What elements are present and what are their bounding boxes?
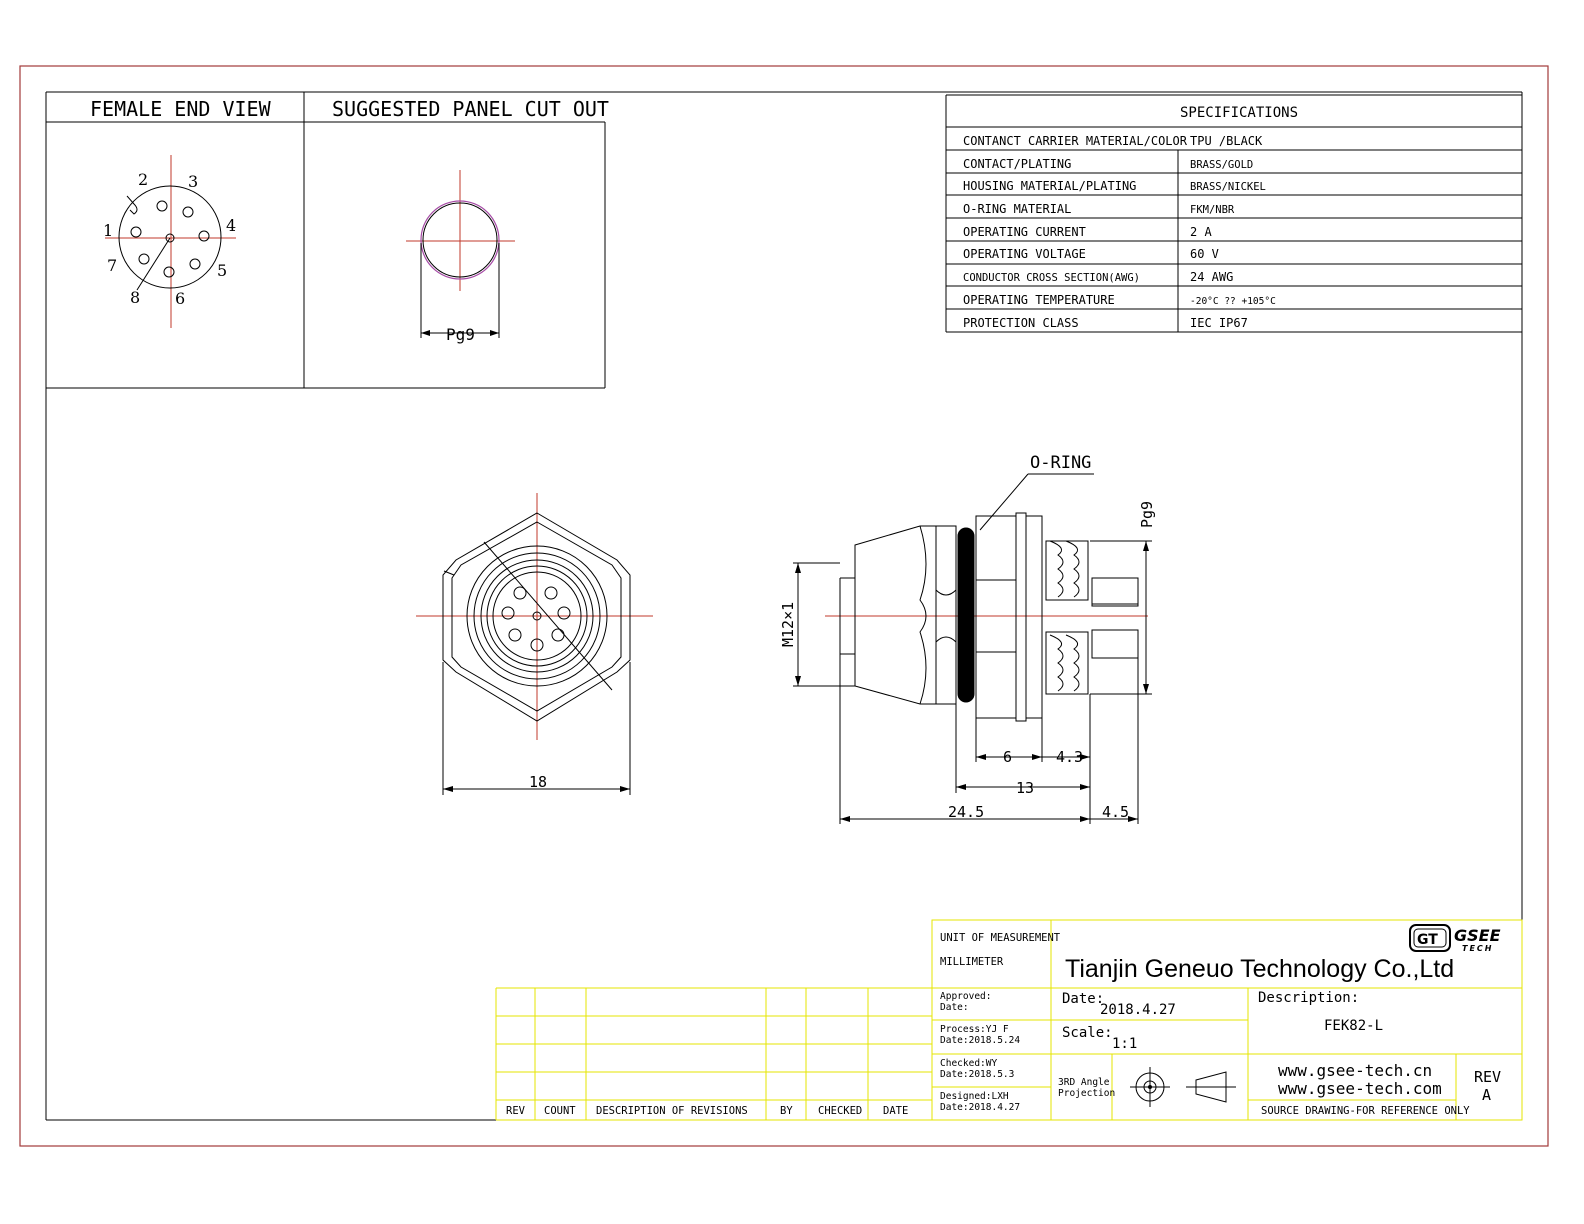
spec-value-1: BRASS/GOLD — [1190, 159, 1253, 171]
spec-title: SPECIFICATIONS — [1180, 105, 1298, 121]
thread-dimension: M12×1 — [779, 602, 797, 647]
designed-date: Date:2018.4.27 — [940, 1102, 1020, 1113]
process-label: Process:YJ F — [940, 1024, 1009, 1035]
pin-number-1: 1 — [103, 221, 113, 240]
source-note: SOURCE DRAWING-FOR REFERENCE ONLY — [1261, 1105, 1470, 1117]
spec-label-8: PROTECTION CLASS — [963, 316, 1079, 330]
rev-header-by: BY — [780, 1105, 793, 1117]
dimension-13: 13 — [1016, 779, 1034, 797]
rev-label: REV — [1474, 1068, 1501, 1086]
dimension-6: 6 — [1003, 748, 1012, 766]
spec-label-3: O-RING MATERIAL — [963, 202, 1071, 216]
hex-width-dimension: 18 — [529, 773, 547, 791]
hex-front-view — [416, 493, 653, 795]
spec-label-2: HOUSING MATERIAL/PLATING — [963, 179, 1136, 193]
rev-header-count: COUNT — [544, 1105, 576, 1117]
pin-number-3: 3 — [188, 172, 198, 191]
spec-value-6: 24 AWG — [1190, 270, 1233, 284]
date-value: 2018.4.27 — [1100, 1002, 1176, 1018]
logo-gt: GT — [1417, 932, 1438, 948]
company-name: Tianjin Geneuo Technology Co.,Ltd — [1065, 955, 1454, 983]
side-view — [793, 473, 1152, 824]
rev-header-date: DATE — [883, 1105, 908, 1117]
dimension-4-5: 4.5 — [1102, 803, 1129, 821]
dimension-24-5: 24.5 — [948, 803, 984, 821]
view-boxes — [46, 92, 606, 389]
scale-label: Scale: — [1062, 1025, 1113, 1041]
projection-label-2: Projection — [1058, 1088, 1115, 1099]
inner-frame — [45, 91, 1523, 1121]
cutout-dimension-label: Pg9 — [446, 325, 475, 344]
pin-number-2: 2 — [138, 170, 148, 189]
pin-number-4: 4 — [226, 216, 236, 235]
approved-label: Approved: — [940, 991, 991, 1002]
specifications-table — [945, 94, 1522, 333]
approved-date: Date: — [940, 1002, 969, 1013]
dimension-4-3: 4.3 — [1056, 748, 1083, 766]
spec-label-5: OPERATING VOLTAGE — [963, 247, 1086, 261]
pin-number-5: 5 — [217, 261, 227, 280]
spec-value-4: 2 A — [1190, 225, 1212, 239]
revision-table — [495, 987, 932, 1121]
rev-header-description: DESCRIPTION OF REVISIONS — [596, 1105, 748, 1117]
pin-number-6: 6 — [175, 289, 185, 308]
rev-header-checked: CHECKED — [818, 1105, 862, 1117]
rev-header-rev: REV — [506, 1105, 526, 1117]
description-value: FEK82-L — [1324, 1018, 1383, 1034]
sheet-outer-border — [19, 65, 1549, 1147]
spec-label-6: CONDUCTOR CROSS SECTION(AWG) — [963, 272, 1140, 284]
checked-date: Date:2018.5.3 — [940, 1069, 1014, 1080]
dim-arrow-left — [443, 786, 453, 792]
gsee-logo — [1409, 924, 1451, 952]
logo-name: GSEE — [1454, 926, 1501, 945]
date-label: Date: — [1062, 991, 1104, 1007]
spec-value-3: FKM/NBR — [1190, 204, 1235, 216]
panel-cut-out-title: SUGGESTED PANEL CUT OUT — [332, 97, 609, 121]
female-end-view-diagram — [105, 155, 236, 328]
process-date: Date:2018.5.24 — [940, 1035, 1020, 1046]
pg-dimension: Pg9 — [1138, 501, 1156, 528]
checked-label: Checked:WY — [940, 1058, 997, 1069]
website-2: www.gsee-tech.com — [1278, 1079, 1442, 1098]
title-block — [931, 919, 1523, 1121]
scale-value: 1:1 — [1112, 1036, 1137, 1052]
spec-value-2: BRASS/NICKEL — [1190, 181, 1266, 193]
third-angle-projection-symbol — [1130, 1067, 1236, 1107]
website-1: www.gsee-tech.cn — [1278, 1061, 1432, 1080]
panel-cut-out-diagram — [406, 170, 515, 338]
unit-value: MILLIMETER — [940, 956, 1004, 968]
description-label: Description: — [1258, 990, 1359, 1006]
unit-label: UNIT OF MEASUREMENT — [940, 932, 1061, 944]
spec-label-1: CONTACT/PLATING — [963, 157, 1071, 171]
designed-label: Designed:LXH — [940, 1091, 1009, 1102]
spec-value-8: IEC IP67 — [1190, 316, 1248, 330]
spec-value-0: TPU /BLACK — [1190, 134, 1263, 148]
female-end-view-title: FEMALE END VIEW — [90, 97, 272, 121]
logo-sub: TECH — [1462, 944, 1494, 953]
spec-value-5: 60 V — [1190, 247, 1219, 261]
spec-value-7: -20°C ?? +105°C — [1190, 296, 1276, 307]
oring-label: O-RING — [1030, 453, 1091, 473]
side-view-arrows — [795, 541, 1149, 822]
projection-label-1: 3RD Angle — [1058, 1077, 1110, 1088]
spec-label-4: OPERATING CURRENT — [963, 225, 1086, 239]
spec-label-7: OPERATING TEMPERATURE — [963, 293, 1115, 307]
pin-number-7: 7 — [107, 256, 117, 275]
rev-value: A — [1482, 1086, 1491, 1104]
spec-label-0: CONTANCT CARRIER MATERIAL/COLOR — [963, 134, 1188, 148]
dim-arrow-right — [620, 786, 630, 792]
pin-number-8: 8 — [130, 288, 140, 307]
